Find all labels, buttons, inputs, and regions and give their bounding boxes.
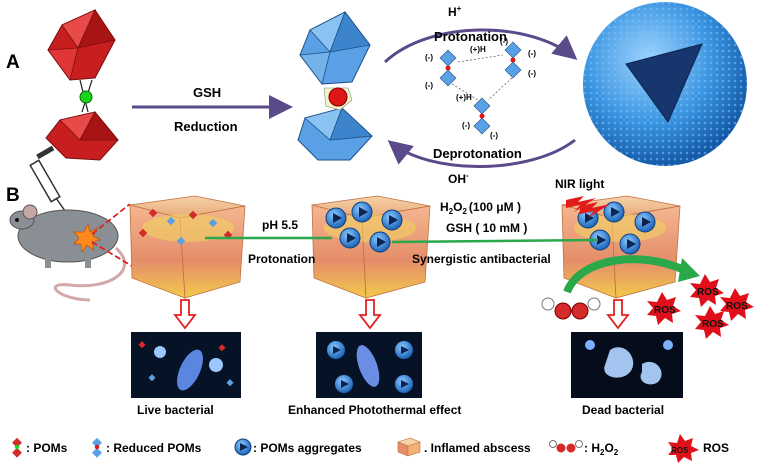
- legend: : POMs : Reduced POMs : POMs aggregates …: [12, 434, 729, 463]
- down-arrow: [358, 299, 382, 330]
- panel-label-a: A: [6, 52, 20, 73]
- mouse-icon: [9, 204, 126, 302]
- reduced-pom-icon: [297, 11, 373, 161]
- dead-bacteria-image: [571, 332, 683, 398]
- ros-text: ROS: [726, 301, 748, 312]
- cluster-charge: (+)H: [470, 45, 486, 54]
- protonation-arrow: [383, 28, 578, 64]
- ros-text: ROS: [697, 287, 719, 298]
- ros-text: ROS: [702, 319, 724, 330]
- nir-lightning-icon: [566, 196, 610, 218]
- h2o2-molecule-icon: [541, 297, 601, 320]
- aggregate-particles: [325, 201, 656, 255]
- legend-pom-icon: [12, 437, 22, 458]
- live-bacteria-image: [131, 332, 241, 398]
- oh-minus-label: OH-: [448, 171, 469, 186]
- syringe-icon: [29, 145, 71, 219]
- protonation-label: Protonation: [434, 29, 507, 44]
- legend-ros-label: ROS: [703, 441, 729, 455]
- pom-cluster-icon: [45, 9, 119, 161]
- caption-enhanced: Enhanced Photothermal effect: [288, 403, 461, 417]
- green-arrowhead: [678, 258, 700, 282]
- small-reduced-pom-icon: [504, 41, 522, 79]
- protonation-b-label: Protonation: [248, 252, 315, 266]
- legend-aggregates-label: : POMs aggregates: [253, 441, 362, 455]
- legend-abscess-icon: [397, 437, 421, 457]
- synergistic-label: Synergistic antibacterial: [412, 252, 551, 266]
- nir-light-label: NIR light: [555, 177, 604, 191]
- cluster-charge: (-): [528, 69, 536, 78]
- legend-poms-label: : POMs: [26, 441, 68, 455]
- abscess-burst-icon: [73, 222, 102, 254]
- down-arrow: [173, 299, 197, 330]
- ph-label: pH 5.5: [262, 218, 298, 232]
- h-plus-label: H+: [448, 4, 462, 19]
- connector-line: [91, 203, 131, 235]
- legend-reduced-label: : Reduced POMs: [106, 441, 202, 455]
- cluster-charge: (+)H: [456, 93, 472, 102]
- gsh-conc-label: GSH ( 10 mM ): [446, 221, 527, 235]
- deprotonation-label: Deprotonation: [433, 146, 522, 161]
- legend-aggregate-icon: [234, 438, 252, 456]
- down-arrow: [606, 299, 630, 330]
- cluster-charge: (-): [490, 131, 498, 140]
- gsh-label: GSH: [193, 85, 221, 100]
- legend-ros-icon: [668, 434, 699, 463]
- legend-h2o2-icon: [549, 440, 583, 453]
- legend-ros-icon-text: ROS: [671, 446, 689, 455]
- cluster-charge: (-): [425, 53, 433, 62]
- panel-label-b: B: [6, 185, 20, 206]
- legend-abscess-label: . Inflamed abscess: [424, 441, 531, 455]
- caption-dead: Dead bacterial: [582, 403, 664, 417]
- small-reduced-pom-icon: [439, 49, 457, 87]
- caption-live: Live bacterial: [137, 403, 214, 417]
- cluster-charge: (-): [462, 121, 470, 130]
- legend-h2o2-label: : H2O2: [584, 441, 619, 457]
- tissue-block-live: [129, 195, 246, 299]
- small-reduced-pom-icon: [473, 97, 491, 135]
- h2o2-conc-label: H2O2(100 μM ): [440, 200, 521, 216]
- ros-burst-icon: [647, 274, 754, 339]
- cluster-charge: (-): [528, 49, 536, 58]
- pom-aggregate-sphere-icon: [583, 2, 747, 166]
- process-line: [391, 238, 599, 244]
- deprotonation-arrow: [387, 138, 576, 168]
- cluster-charge: (-): [425, 81, 433, 90]
- legend-reduced-pom-icon: [92, 437, 102, 458]
- green-curved-arrow: [563, 255, 686, 294]
- protonated-cluster-network: (-) (+)H (-) (-) (-) (+)H (-) (-) (-): [425, 37, 536, 140]
- cluster-charge: (-): [500, 37, 508, 46]
- ros-text: ROS: [654, 305, 676, 316]
- reduction-label: Reduction: [174, 119, 238, 134]
- enhanced-photothermal-image: [316, 332, 422, 398]
